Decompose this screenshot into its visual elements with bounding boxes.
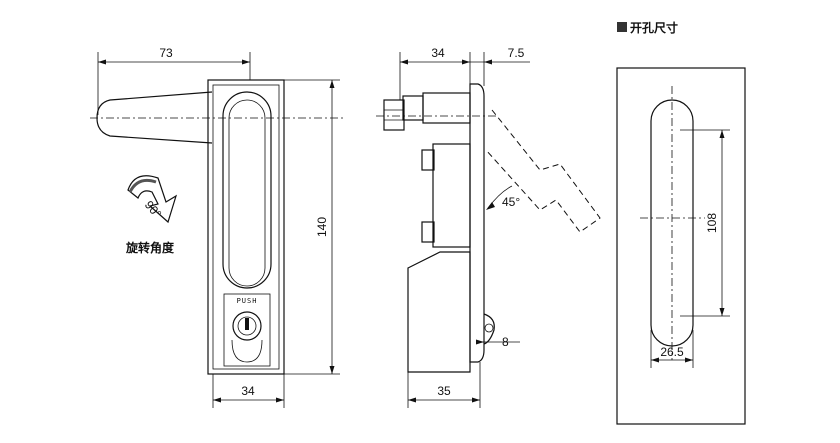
lower-housing <box>407 251 471 373</box>
arrow-head <box>213 397 221 403</box>
arrow-head <box>329 80 335 88</box>
dim-label-8: 8 <box>502 335 509 349</box>
rotation-caption: 旋转角度 <box>125 240 175 255</box>
side-view: 34 7.5 45° 8 35 <box>376 46 601 408</box>
dim-label-34-top: 34 <box>431 46 445 60</box>
arrow-head <box>276 397 284 403</box>
push-plate <box>223 293 271 367</box>
dim-label-7-5: 7.5 <box>508 46 525 60</box>
mounting-flange <box>469 83 485 363</box>
dim-label-108: 108 <box>705 213 719 233</box>
push-label: PUSH <box>237 297 258 305</box>
arrow-head <box>242 59 250 65</box>
arrow-head <box>484 59 492 65</box>
handle-slot-outer <box>222 91 272 289</box>
screw-lower <box>421 221 435 243</box>
hex-nut-top <box>402 95 424 121</box>
cutout-panel <box>616 67 746 425</box>
key-guard <box>231 339 263 363</box>
arrow-head <box>462 59 470 65</box>
dim-label-45: 45° <box>502 195 520 209</box>
front-view: 73 PUSH 140 34 <box>90 46 345 408</box>
cutout-view: 开孔尺寸 108 26.5 <box>616 20 746 425</box>
dim-label-35: 35 <box>437 384 451 398</box>
dim-label-34-bottom: 34 <box>241 384 255 398</box>
handle-rotated-outline <box>485 109 601 233</box>
rotation-arrow-icon <box>127 175 178 224</box>
dim-label-26-5: 26.5 <box>660 345 684 359</box>
screw-upper <box>421 149 435 171</box>
bracket-hole <box>484 323 494 333</box>
arrow-head <box>400 59 408 65</box>
shaft-housing <box>422 92 471 124</box>
arrow-head <box>719 130 725 138</box>
arrow-head <box>685 357 693 363</box>
key-cylinder-inner <box>237 316 257 336</box>
handle-slot-inner <box>228 99 266 287</box>
hex-bolt-top <box>383 99 405 131</box>
lock-body-outer <box>207 79 285 375</box>
arrow-head <box>98 59 106 65</box>
cutout-title: 开孔尺寸 <box>630 20 678 35</box>
arrow-head <box>651 357 659 363</box>
dim-label-140: 140 <box>315 217 329 237</box>
arrow-head <box>408 397 416 403</box>
key-slot-icon <box>245 318 249 330</box>
dim-label-73: 73 <box>159 46 173 60</box>
arrow-head <box>719 308 725 316</box>
handle-lever <box>96 91 213 144</box>
key-cylinder-outer <box>232 311 262 341</box>
arrow-head <box>329 366 335 374</box>
cam-block <box>432 143 471 248</box>
arrow-head <box>472 397 480 403</box>
arrow-head <box>476 339 484 345</box>
lock-body-inner <box>212 84 280 370</box>
arrow-head <box>486 202 495 210</box>
title-square-icon <box>617 22 627 32</box>
